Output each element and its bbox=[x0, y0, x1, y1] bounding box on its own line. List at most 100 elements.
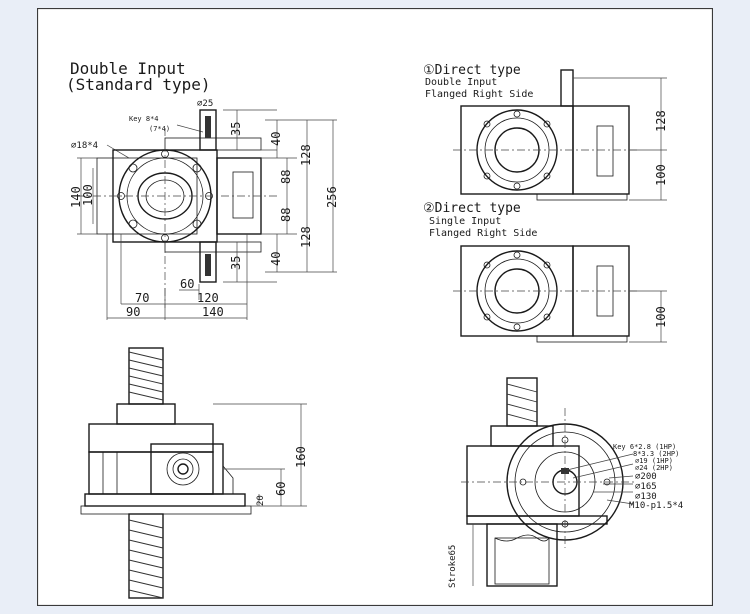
bolt-hole bbox=[128, 219, 138, 229]
bolt-hole bbox=[192, 163, 202, 173]
end-view: Stroke65 Key 6*2.8 (1HP) 8*3.3 (2HP) ∅19… bbox=[448, 377, 683, 588]
d1-base bbox=[536, 193, 628, 201]
bolt-hole bbox=[192, 219, 202, 229]
bolt-leader bbox=[106, 144, 130, 159]
bolt-hole bbox=[483, 261, 491, 269]
direct1-line2: Flanged Right Side bbox=[425, 89, 533, 100]
dim-140-bottom: 140 bbox=[202, 305, 224, 319]
direct2-line1: Single Input bbox=[429, 216, 501, 227]
bolt-hole bbox=[483, 120, 491, 128]
dim-70: 70 bbox=[135, 291, 149, 305]
bolt-hole bbox=[543, 120, 551, 128]
dim-140-left: 140 bbox=[69, 186, 83, 208]
side-dim-160: 160 bbox=[294, 446, 308, 468]
end-key1: Key 6*2.8 (1HP) bbox=[613, 443, 676, 451]
bolt-hole bbox=[513, 251, 521, 259]
direct1-title: ①Direct type bbox=[423, 63, 521, 78]
gear-boss-inner bbox=[177, 463, 189, 475]
side-view: 160 60 20 bbox=[80, 347, 308, 599]
bolt-hole-label: ∅18*4 bbox=[71, 141, 98, 151]
bolt-hole bbox=[483, 313, 491, 321]
d2-base bbox=[536, 335, 628, 343]
main-view: Double Input (Standard type) Key 8*4 (7*… bbox=[66, 59, 339, 320]
bolt-hole bbox=[117, 192, 125, 200]
main-title: Double Input bbox=[70, 59, 186, 78]
stroke-wave bbox=[494, 534, 550, 542]
top-cap bbox=[116, 403, 176, 425]
bottom-input-shaft bbox=[199, 241, 217, 283]
end-keyway bbox=[561, 468, 569, 474]
bolt-hole bbox=[483, 172, 491, 180]
end-d130: ∅130 bbox=[635, 492, 657, 502]
main-top-rib bbox=[164, 137, 262, 151]
direct-type-2-view: ②Direct type Single Input Flanged Right … bbox=[423, 201, 668, 343]
bolt-hole bbox=[543, 261, 551, 269]
end-d165: ∅165 bbox=[635, 482, 657, 492]
bolt-hole bbox=[128, 163, 138, 173]
dim-256: 256 bbox=[325, 186, 339, 208]
key-alt: (7*4) bbox=[149, 125, 170, 133]
dim-88-bottom: 88 bbox=[279, 208, 293, 222]
dim-60: 60 bbox=[180, 277, 194, 291]
gear-boss-mid bbox=[172, 458, 194, 480]
stroke-label: Stroke65 bbox=[448, 545, 458, 588]
main-bottom-rib bbox=[164, 241, 262, 253]
gear-fin bbox=[222, 464, 234, 495]
dim-35-bottom: 35 bbox=[229, 256, 243, 270]
end-base bbox=[466, 515, 608, 525]
leader bbox=[606, 499, 634, 505]
drawing-sheet: Double Input (Standard type) Key 8*4 (7*… bbox=[37, 8, 713, 606]
bottom-key bbox=[205, 254, 211, 276]
end-d200: ∅200 bbox=[635, 472, 657, 482]
bolt-hole bbox=[543, 313, 551, 321]
dim-120: 120 bbox=[197, 291, 219, 305]
bolt-hole bbox=[513, 323, 521, 331]
key-label: Key 8*4 bbox=[129, 115, 159, 123]
sheet-border bbox=[37, 8, 713, 606]
gear-boss-outer bbox=[166, 452, 200, 486]
direct1-line1: Double Input bbox=[425, 77, 497, 88]
leader bbox=[608, 475, 634, 479]
end-m10: M10-p1.5*4 bbox=[629, 501, 683, 511]
dim-100-left: 100 bbox=[81, 184, 95, 206]
end-screw-thread bbox=[506, 383, 538, 423]
leader bbox=[566, 453, 634, 471]
bolt-hole bbox=[513, 110, 521, 118]
technical-drawing: Double Input (Standard type) Key 8*4 (7*… bbox=[37, 8, 713, 606]
dim-128-bottom: 128 bbox=[299, 226, 313, 248]
main-subtitle: (Standard type) bbox=[66, 75, 211, 94]
end-body bbox=[466, 445, 580, 517]
bolt-hole bbox=[513, 182, 521, 190]
main-housing-window bbox=[232, 171, 254, 219]
stroke-inner bbox=[494, 537, 550, 585]
top-input-shaft bbox=[199, 109, 217, 151]
lower-screw bbox=[128, 513, 164, 599]
side-dim-60: 60 bbox=[274, 482, 288, 496]
top-key bbox=[205, 116, 211, 138]
dim-40-top: 40 bbox=[269, 132, 283, 146]
end-d24: ∅24 (2HP) bbox=[635, 464, 673, 472]
d1-dim-128: 128 bbox=[654, 110, 668, 132]
base-plate bbox=[84, 493, 246, 507]
bolt-hole bbox=[543, 172, 551, 180]
screw-thread bbox=[128, 351, 164, 401]
dim-90: 90 bbox=[126, 305, 140, 319]
end-d19: ∅19 (1HP) bbox=[635, 457, 673, 465]
d1-dim-100: 100 bbox=[654, 164, 668, 186]
dim-88-top: 88 bbox=[279, 170, 293, 184]
d2-dim-100: 100 bbox=[654, 306, 668, 328]
dim-35-top: 35 bbox=[229, 122, 243, 136]
stroke-housing bbox=[486, 523, 558, 587]
direct-type-1-view: ①Direct type Double Input Flanged Right … bbox=[423, 63, 668, 201]
key-leader bbox=[176, 124, 204, 133]
dim-128-top: 128 bbox=[299, 144, 313, 166]
shaft-dia-label: ∅25 bbox=[197, 99, 213, 109]
side-dim-20: 20 bbox=[256, 495, 266, 506]
dim-40-bottom: 40 bbox=[269, 252, 283, 266]
end-key2: 8*3.3 (2HP) bbox=[633, 450, 679, 458]
d1-shaft bbox=[560, 69, 574, 107]
lower-screw-thread bbox=[128, 519, 164, 599]
direct2-title: ②Direct type bbox=[423, 201, 521, 216]
leader bbox=[572, 463, 634, 479]
d1-window bbox=[596, 125, 614, 177]
